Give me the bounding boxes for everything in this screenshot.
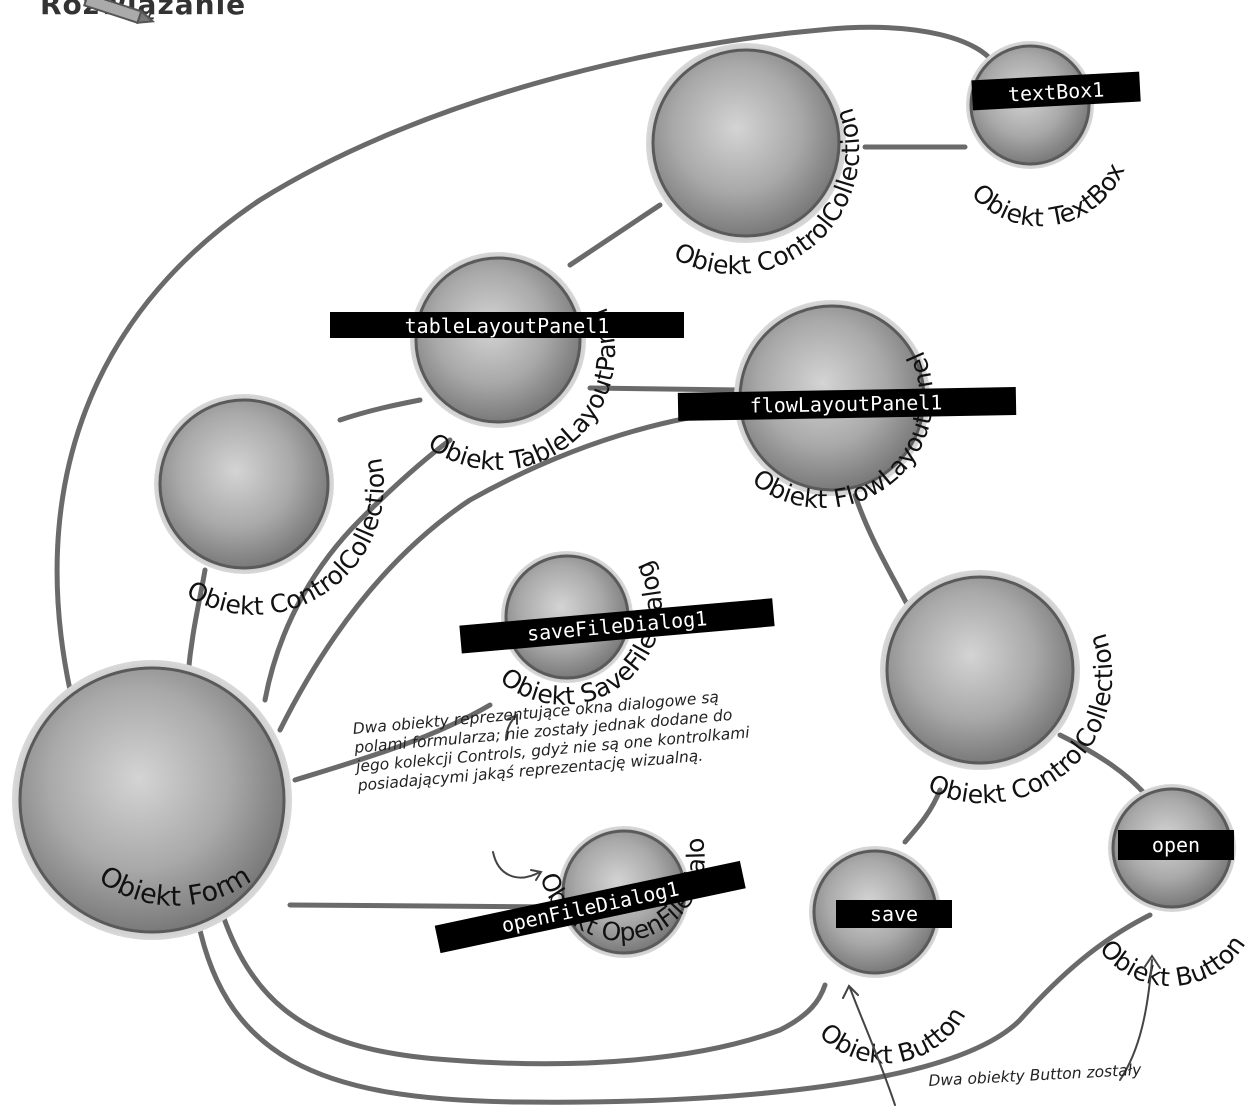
line-form-btnsave (207, 867, 828, 1067)
line-ccleft-table (337, 397, 423, 423)
pencil-icon (83, 0, 156, 24)
line-form-save (292, 702, 493, 783)
line-form-btnopen (192, 902, 1153, 1105)
line-form-table (262, 437, 453, 703)
connection-lines (54, 24, 1153, 1105)
controlcollection-left-node (154, 394, 334, 574)
line-form-textbox (54, 24, 998, 693)
button-open-label: Obiekt Button (1094, 930, 1251, 992)
tablelayoutpanel-node (410, 252, 586, 428)
object-name-bars: textBox1 tableLayoutPanel1 flowLayoutPan… (330, 71, 1234, 954)
line-form-ccleft (185, 567, 208, 678)
arrow-to-savefiledialog (505, 713, 518, 741)
svg-text:flowLayoutPanel1: flowLayoutPanel1 (749, 390, 942, 417)
line-ccright-btnsave (902, 787, 943, 845)
line-form-open (287, 902, 563, 910)
button-save-name-bar: save (836, 900, 952, 928)
arrow-to-openfiledialog (492, 851, 543, 881)
form-object-node (12, 660, 292, 940)
svg-text:textBox1: textBox1 (1007, 77, 1104, 106)
tablelayoutpanel-name-bar: tableLayoutPanel1 (330, 312, 684, 338)
line-table-flow (587, 385, 743, 393)
svg-text:open: open (1152, 833, 1200, 857)
textbox-name-bar: textBox1 (971, 71, 1141, 111)
arrow-to-button-open (1119, 954, 1161, 1081)
flowlayoutpanel-name-bar: flowLayoutPanel1 (677, 387, 1017, 421)
controlcollection-right-node (880, 570, 1080, 770)
line-flow-ccright (852, 492, 913, 613)
textbox-label: Obiekt TextBox (966, 159, 1130, 233)
object-nodes (12, 41, 1236, 978)
arrow-to-button-save (842, 984, 896, 1106)
annotation-arrows (492, 713, 1161, 1106)
line-form-flow (277, 407, 743, 733)
svg-text:tableLayoutPanel1: tableLayoutPanel1 (405, 314, 610, 338)
button-open-name-bar: open (1118, 830, 1234, 860)
controlcollection-top-node (646, 43, 846, 243)
svg-text:save: save (870, 902, 918, 926)
line-table-cctop (567, 202, 663, 268)
